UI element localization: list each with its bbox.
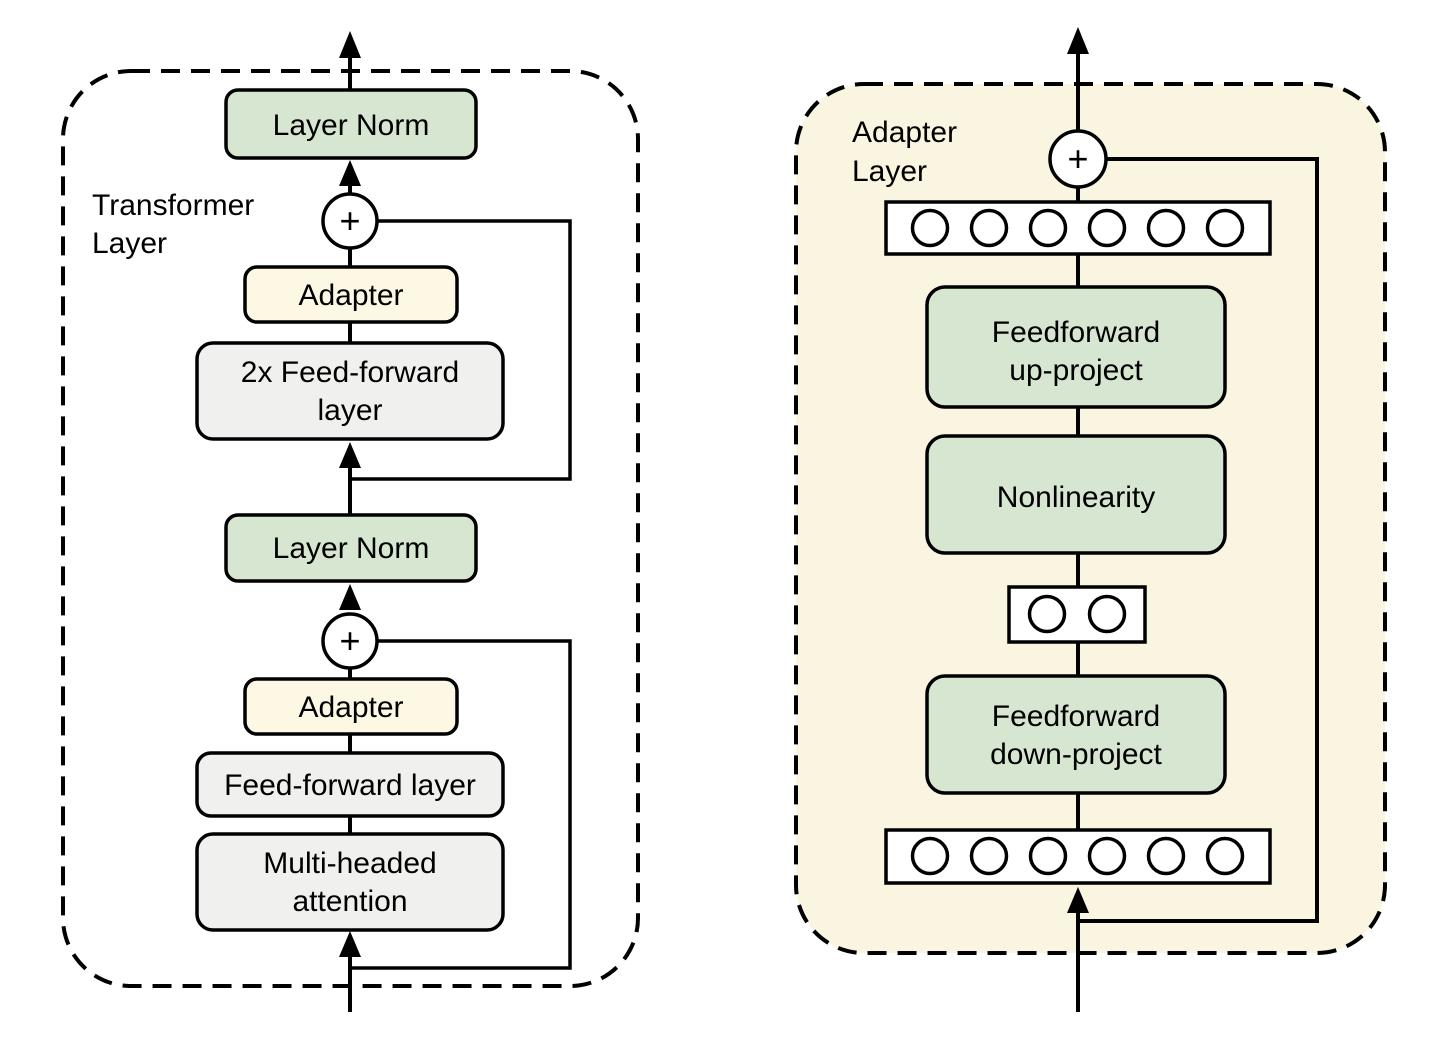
feature-node <box>1205 208 1245 248</box>
layer-norm-top-label: Layer Norm <box>273 109 430 142</box>
feature-node <box>969 208 1009 248</box>
feed-forward-layer-label: Feed-forward layer <box>224 769 476 802</box>
feature-row-bottom <box>884 828 1272 885</box>
arrow-up-icon <box>1067 887 1089 913</box>
nonlinearity-label: Nonlinearity <box>997 481 1155 514</box>
feature-node <box>1205 836 1245 876</box>
feature-node <box>1146 208 1186 248</box>
plus-icon: + <box>339 200 360 241</box>
multi-headed-attention-label-line2: attention <box>292 885 407 918</box>
skip-connection-line <box>350 639 572 970</box>
feature-node <box>1087 594 1127 634</box>
feed-forward-2x-label-line2: layer <box>317 394 382 427</box>
bottleneck-row <box>1007 585 1147 644</box>
arrow-up-icon <box>339 442 361 468</box>
feed-forward-2x-label-line1: 2x Feed-forward <box>241 356 459 389</box>
feature-node <box>1027 594 1067 634</box>
feedforward-up-project-label-line2: up-project <box>1009 354 1143 387</box>
arrow-up-icon <box>339 931 361 957</box>
arrow-up-icon <box>339 160 361 186</box>
feedforward-down-project-label-line1: Feedforward <box>992 700 1160 733</box>
arrow-up-icon <box>339 584 361 610</box>
arrow-up-icon <box>1067 27 1089 54</box>
transformer-layer-label-line2: Layer <box>92 227 167 260</box>
feed-forward-2x-box <box>195 341 505 441</box>
plus-icon: + <box>1067 138 1088 179</box>
feedforward-up-project-label-line1: Feedforward <box>992 316 1160 349</box>
feature-row-top <box>884 200 1272 256</box>
layer-norm-top-box <box>224 88 478 160</box>
feature-node <box>910 836 950 876</box>
feature-node <box>1028 836 1068 876</box>
skip-connection-line <box>350 219 572 481</box>
feature-node <box>1087 208 1127 248</box>
multi-headed-attention-box <box>195 832 505 932</box>
feature-node <box>1028 208 1068 248</box>
layer-norm-bottom-label: Layer Norm <box>273 532 430 565</box>
plus-icon: + <box>339 620 360 661</box>
feature-node <box>969 836 1009 876</box>
transformer-layer-label-line1: Transformer <box>92 189 254 222</box>
arrow-up-icon <box>339 31 361 58</box>
feedforward-down-project-label-line2: down-project <box>990 738 1162 771</box>
adapter-layer-label-line1: Adapter <box>852 116 957 149</box>
feature-node <box>1146 836 1186 876</box>
multi-headed-attention-label-line1: Multi-headed <box>263 847 436 880</box>
adapter-layer-label-line2: Layer <box>852 155 927 188</box>
adapter-top-label: Adapter <box>298 279 403 312</box>
feature-node <box>910 208 950 248</box>
layer-norm-bottom-box <box>224 513 478 583</box>
feature-node <box>1087 836 1127 876</box>
adapter-bottom-label: Adapter <box>298 691 403 724</box>
feedforward-down-project-box <box>925 674 1227 795</box>
skip-connection-line <box>1078 157 1319 923</box>
